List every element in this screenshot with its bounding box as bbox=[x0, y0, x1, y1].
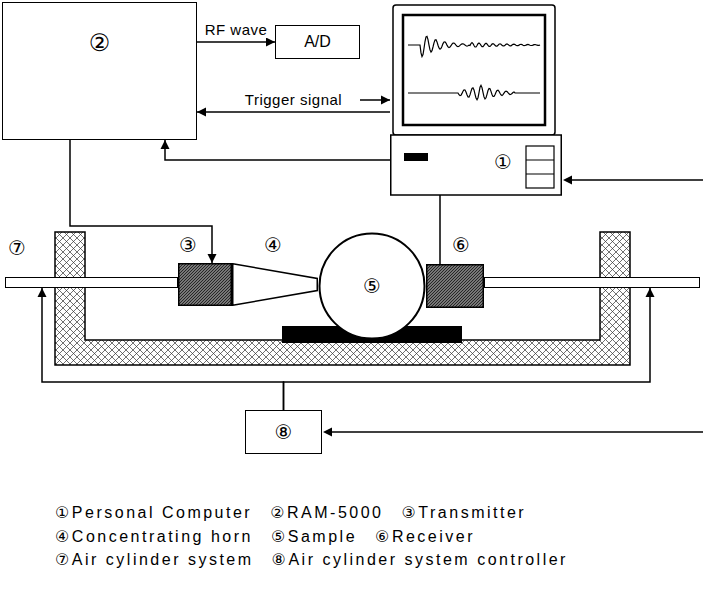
input-wire bbox=[566, 179, 703, 181]
controller-box: ⑧ bbox=[245, 410, 322, 454]
personal-computer: ① bbox=[390, 3, 562, 197]
signal-label: RF wave bbox=[203, 21, 270, 38]
signal-label: Trigger signal bbox=[243, 91, 344, 108]
arrow-head bbox=[323, 428, 332, 437]
callout-number: ⑤ bbox=[363, 275, 381, 298]
computer-symbol bbox=[390, 3, 562, 197]
key-row: ①Personal Computer ②RAM-5000 ③Transmitter bbox=[55, 503, 544, 522]
concentrating-horn: ④ bbox=[232, 263, 318, 306]
connector bbox=[360, 96, 390, 105]
transducer-symbol bbox=[178, 263, 232, 306]
connector bbox=[197, 108, 390, 117]
edge-label-wrap: RF wave bbox=[203, 21, 270, 39]
key-text: ①Personal Computer bbox=[55, 503, 252, 522]
connector-line bbox=[197, 41, 275, 43]
arrow-head bbox=[266, 38, 275, 47]
arrow-head bbox=[197, 108, 206, 117]
receiver: ⑥ bbox=[426, 264, 484, 308]
key-text: ⑥Receiver bbox=[375, 527, 475, 546]
connector-line bbox=[70, 140, 212, 263]
sample: ⑤ bbox=[318, 232, 426, 340]
key-row: ⑦Air cylinder system ⑧Air cylinder system… bbox=[55, 550, 586, 569]
connector-line bbox=[42, 288, 284, 410]
ad-converter-box: A/D bbox=[275, 25, 360, 59]
callout-number: ① bbox=[494, 151, 512, 174]
connector bbox=[197, 38, 275, 47]
input-wire bbox=[326, 431, 703, 433]
cylinder-rod bbox=[484, 277, 700, 288]
ram-5000-box: ② bbox=[2, 2, 197, 140]
arrow-head bbox=[38, 288, 47, 297]
transducer-symbol bbox=[426, 264, 484, 308]
key-text: ④Concentrating horn bbox=[55, 527, 253, 546]
key-text: ⑦Air cylinder system bbox=[55, 550, 254, 569]
edge-label-wrap: Trigger signal bbox=[243, 91, 344, 109]
node-label: A/D bbox=[304, 33, 331, 51]
key-text: ③Transmitter bbox=[402, 503, 527, 522]
arrow-head bbox=[563, 176, 572, 185]
horn-symbol bbox=[232, 263, 318, 306]
callout-number: ⑦ bbox=[8, 237, 26, 260]
connector-line bbox=[197, 111, 390, 113]
key-text: ⑧Air cylinder system controller bbox=[272, 550, 568, 569]
cylinder-rod bbox=[5, 277, 178, 288]
callout-number: ④ bbox=[264, 234, 282, 257]
key-text: ②RAM-5000 bbox=[270, 503, 383, 522]
connector bbox=[70, 140, 217, 263]
key-row: ④Concentrating horn ⑤Sample ⑥Receiver bbox=[55, 527, 493, 546]
key-text: ⑤Sample bbox=[271, 527, 357, 546]
callout-number: ② bbox=[89, 29, 111, 57]
arrow-head bbox=[381, 96, 390, 105]
support-frame bbox=[55, 232, 630, 365]
transmitter: ③ bbox=[178, 263, 232, 306]
callout-number: ③ bbox=[179, 234, 197, 257]
arrow-head bbox=[161, 140, 170, 149]
callout-number: ⑧ bbox=[275, 421, 293, 444]
arrow-head bbox=[646, 288, 655, 297]
callout-number: ⑥ bbox=[452, 234, 470, 257]
arrow-head bbox=[208, 254, 217, 263]
